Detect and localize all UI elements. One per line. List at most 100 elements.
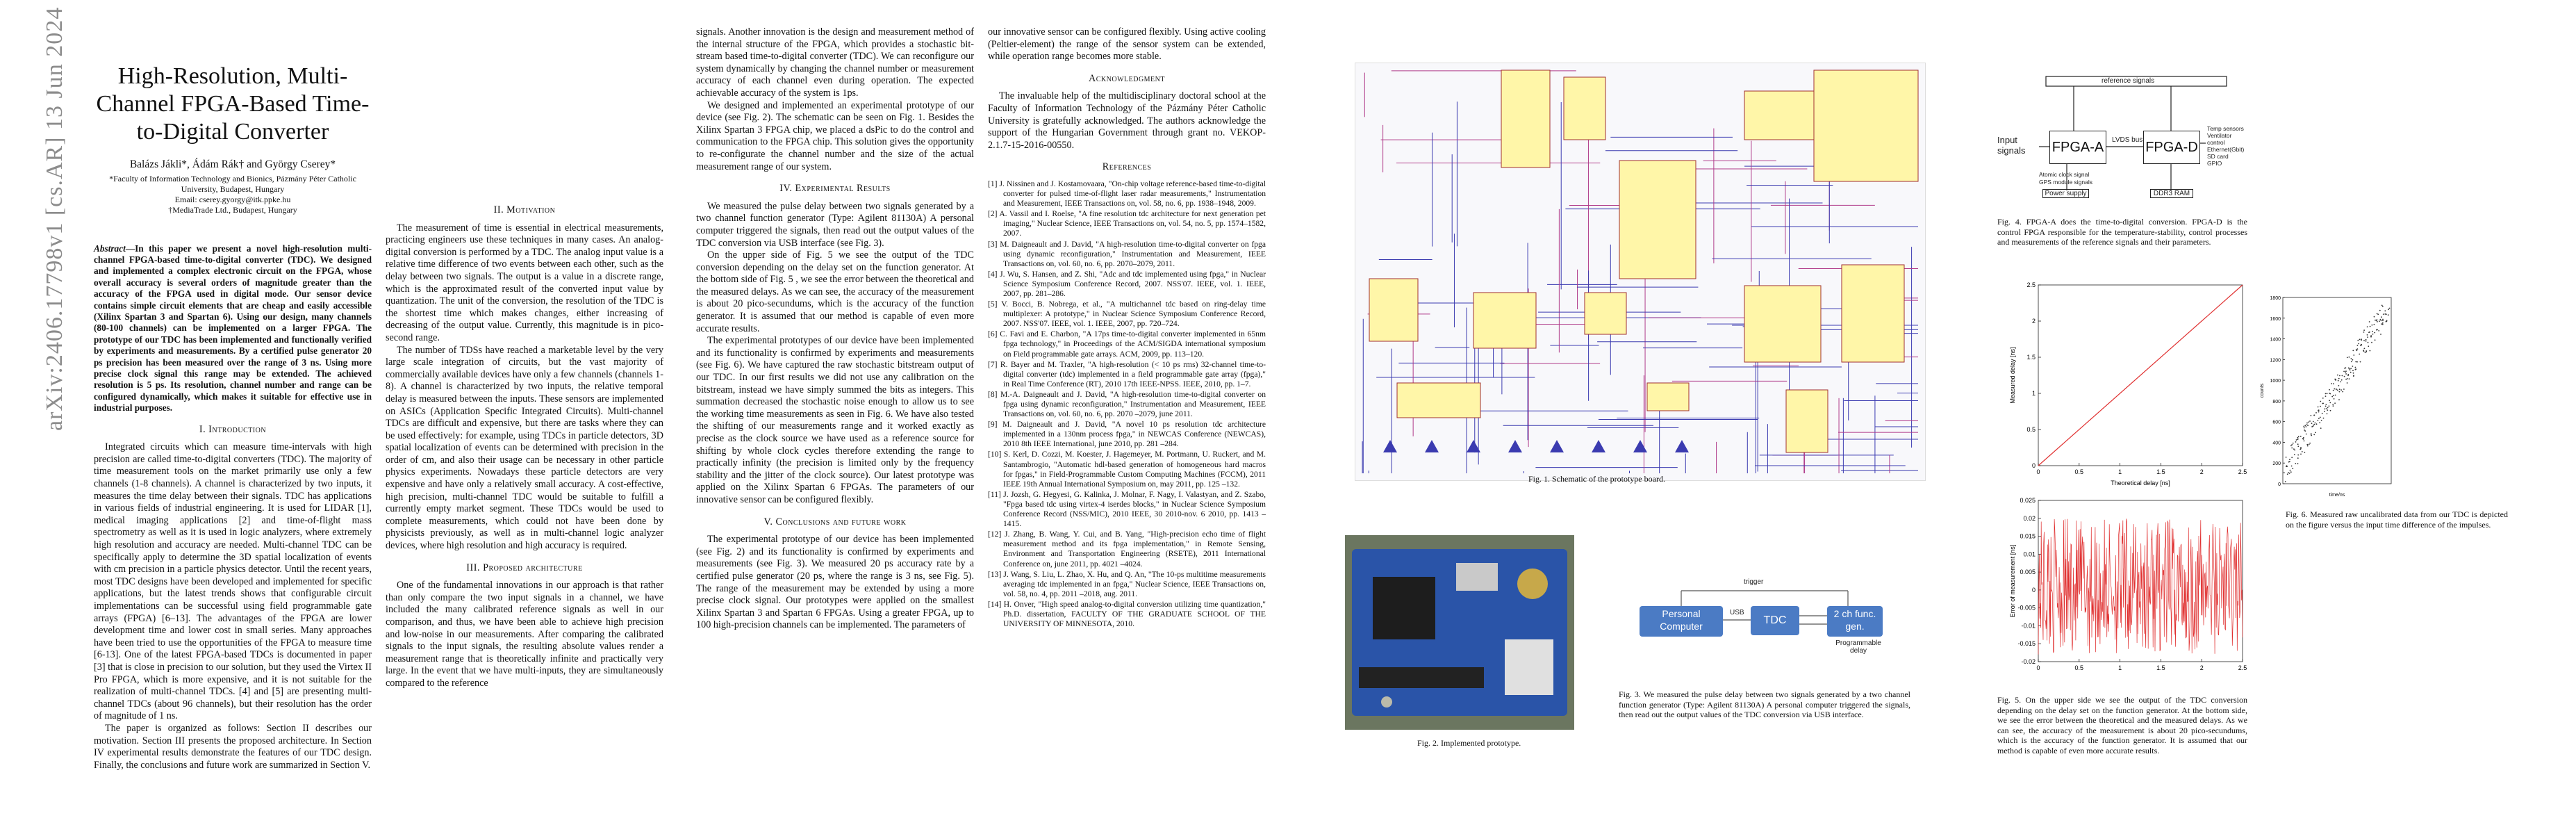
intro-paragraph-1: Integrated circuits which can measure ti… [94, 441, 372, 722]
x-tick-label: 1 [2118, 664, 2122, 671]
scatter-point [2335, 388, 2337, 390]
scatter-point [2318, 418, 2320, 419]
scatter-point [2359, 353, 2361, 355]
abstract-text: —In this paper we present a novel high-r… [94, 243, 372, 414]
section-conclusions: V. Conclusions and future work [763, 516, 907, 528]
y-tick-label: 0 [2278, 482, 2281, 487]
reference-item: [14] H. Onver, "High speed analog-to-dig… [988, 599, 1266, 629]
lvds-bus-label: LVDS bus [2112, 136, 2143, 144]
schematic-diode [1467, 440, 1480, 452]
column-1: High-Resolution, Multi-Channel FPGA-Base… [94, 28, 372, 771]
scatter-point [2314, 422, 2316, 424]
schematic-figure [1355, 63, 1926, 481]
scatter-point [2320, 405, 2321, 407]
affiliation-2: †MediaTrade Ltd., Budapest, Hungary [168, 204, 297, 215]
scatter-point [2381, 304, 2383, 306]
scatter-point [2338, 385, 2340, 386]
scatter-point [2333, 398, 2335, 400]
scatter-point [2347, 373, 2350, 375]
scatter-point [2385, 320, 2387, 322]
scatter-point [2310, 415, 2312, 416]
reference-item: [5] V. Bocci, B. Nobrega, et al., "A mul… [988, 300, 1266, 329]
reference-item: [10] S. Kerl, D. Cozzi, M. Koester, J. H… [988, 450, 1266, 489]
scatter-point [2363, 348, 2366, 350]
plot-frame [2038, 500, 2243, 662]
y-tick-label: 0 [2032, 462, 2036, 469]
scatter-point [2363, 350, 2365, 352]
section-results: IV. Experimental Results [779, 183, 891, 195]
scatter-point [2310, 433, 2312, 434]
scatter-point [2305, 433, 2307, 435]
scatter-point [2318, 411, 2320, 413]
scatter-point [2342, 391, 2344, 393]
scatter-point [2295, 463, 2297, 464]
scatter-point [2380, 334, 2381, 335]
scatter-point [2378, 330, 2380, 332]
reference-item: [6] C. Favi and E. Charbon, "A 17ps time… [988, 329, 1266, 359]
y-tick-label: 1200 [2270, 358, 2281, 363]
scatter-point [2365, 338, 2367, 341]
scatter-point [2346, 357, 2348, 359]
scatter-point [2352, 370, 2354, 372]
scatter-point [2338, 377, 2340, 379]
scatter-point [2309, 442, 2311, 444]
scatter-point [2292, 468, 2294, 470]
y-tick-label: -0.02 [2021, 658, 2036, 665]
y-tick-label: 0.5 [2026, 426, 2036, 433]
scatter-point [2337, 379, 2339, 382]
scatter-point [2377, 313, 2379, 316]
scatter-point [2334, 379, 2336, 381]
conclusions-paragraph-2: our innovative sensor can be configured … [988, 26, 1266, 63]
scatter-point [2297, 463, 2299, 465]
scatter-point [2290, 465, 2293, 467]
reference-item: [13] J. Wang, S. Liu, L. Zhao, X. Hu, an… [988, 569, 1266, 598]
scatter-point [2331, 383, 2333, 384]
scatter-point [2297, 436, 2300, 438]
peripheral-item: GPIO [2207, 160, 2222, 167]
scatter-point [2295, 439, 2297, 441]
arxiv-stamp: arXiv:2406.17798v1 [cs.AR] 13 Jun 2024 [10, 7, 67, 431]
scatter-point [2327, 409, 2329, 411]
scatter-point [2381, 305, 2384, 307]
scatter-point [2297, 443, 2299, 445]
schematic-component [1813, 70, 1919, 182]
scatter-point [2327, 407, 2329, 409]
scatter-point [2379, 318, 2381, 320]
scatter-point [2329, 400, 2330, 402]
scatter-point [2322, 402, 2324, 404]
scatter-point [2373, 316, 2375, 318]
scatter-point [2329, 389, 2330, 391]
schematic-component [1841, 264, 1905, 363]
results-paragraph-1: We measured the pulse delay between two … [696, 200, 974, 249]
scatter-point [2348, 356, 2350, 358]
scatter-point [2350, 361, 2352, 363]
paper-title: High-Resolution, Multi-Channel FPGA-Base… [96, 63, 370, 145]
scatter-point [2373, 323, 2375, 325]
scatter-point [2288, 472, 2289, 473]
schematic-component [1584, 292, 1627, 335]
scatter-point [2358, 343, 2360, 345]
scatter-point [2353, 354, 2355, 356]
scatter-point [2343, 389, 2345, 390]
scatter-point [2284, 481, 2286, 482]
scatter-point [2346, 382, 2348, 384]
reference-item: [8] M.-A. Daigneault and J. David, "A hi… [988, 389, 1266, 419]
x-tick-label: 0.5 [2075, 468, 2084, 475]
architecture-paragraph-2: signals. Another innovation is the desig… [696, 26, 974, 99]
scatter-point [2305, 426, 2307, 427]
x-tick-label: 2.5 [2238, 468, 2247, 475]
scatter-point [2334, 394, 2336, 396]
scatter-point [2322, 398, 2324, 399]
scatter-point [2343, 375, 2345, 377]
scatter-point [2301, 451, 2303, 452]
y-tick-label: 0.025 [2020, 497, 2036, 504]
reference-item: [3] M. Daigneault and J. David, "A high-… [988, 239, 1266, 268]
section-architecture: III. Proposed architecture [466, 562, 583, 573]
y-tick-label: -0.01 [2021, 622, 2036, 629]
y-tick-label: 0.015 [2020, 533, 2036, 540]
scatter-point [2329, 393, 2331, 395]
scatter-point [2318, 409, 2320, 411]
scatter-point [2320, 400, 2322, 402]
scatter-point [2382, 318, 2384, 320]
scatter-point [2319, 416, 2321, 418]
